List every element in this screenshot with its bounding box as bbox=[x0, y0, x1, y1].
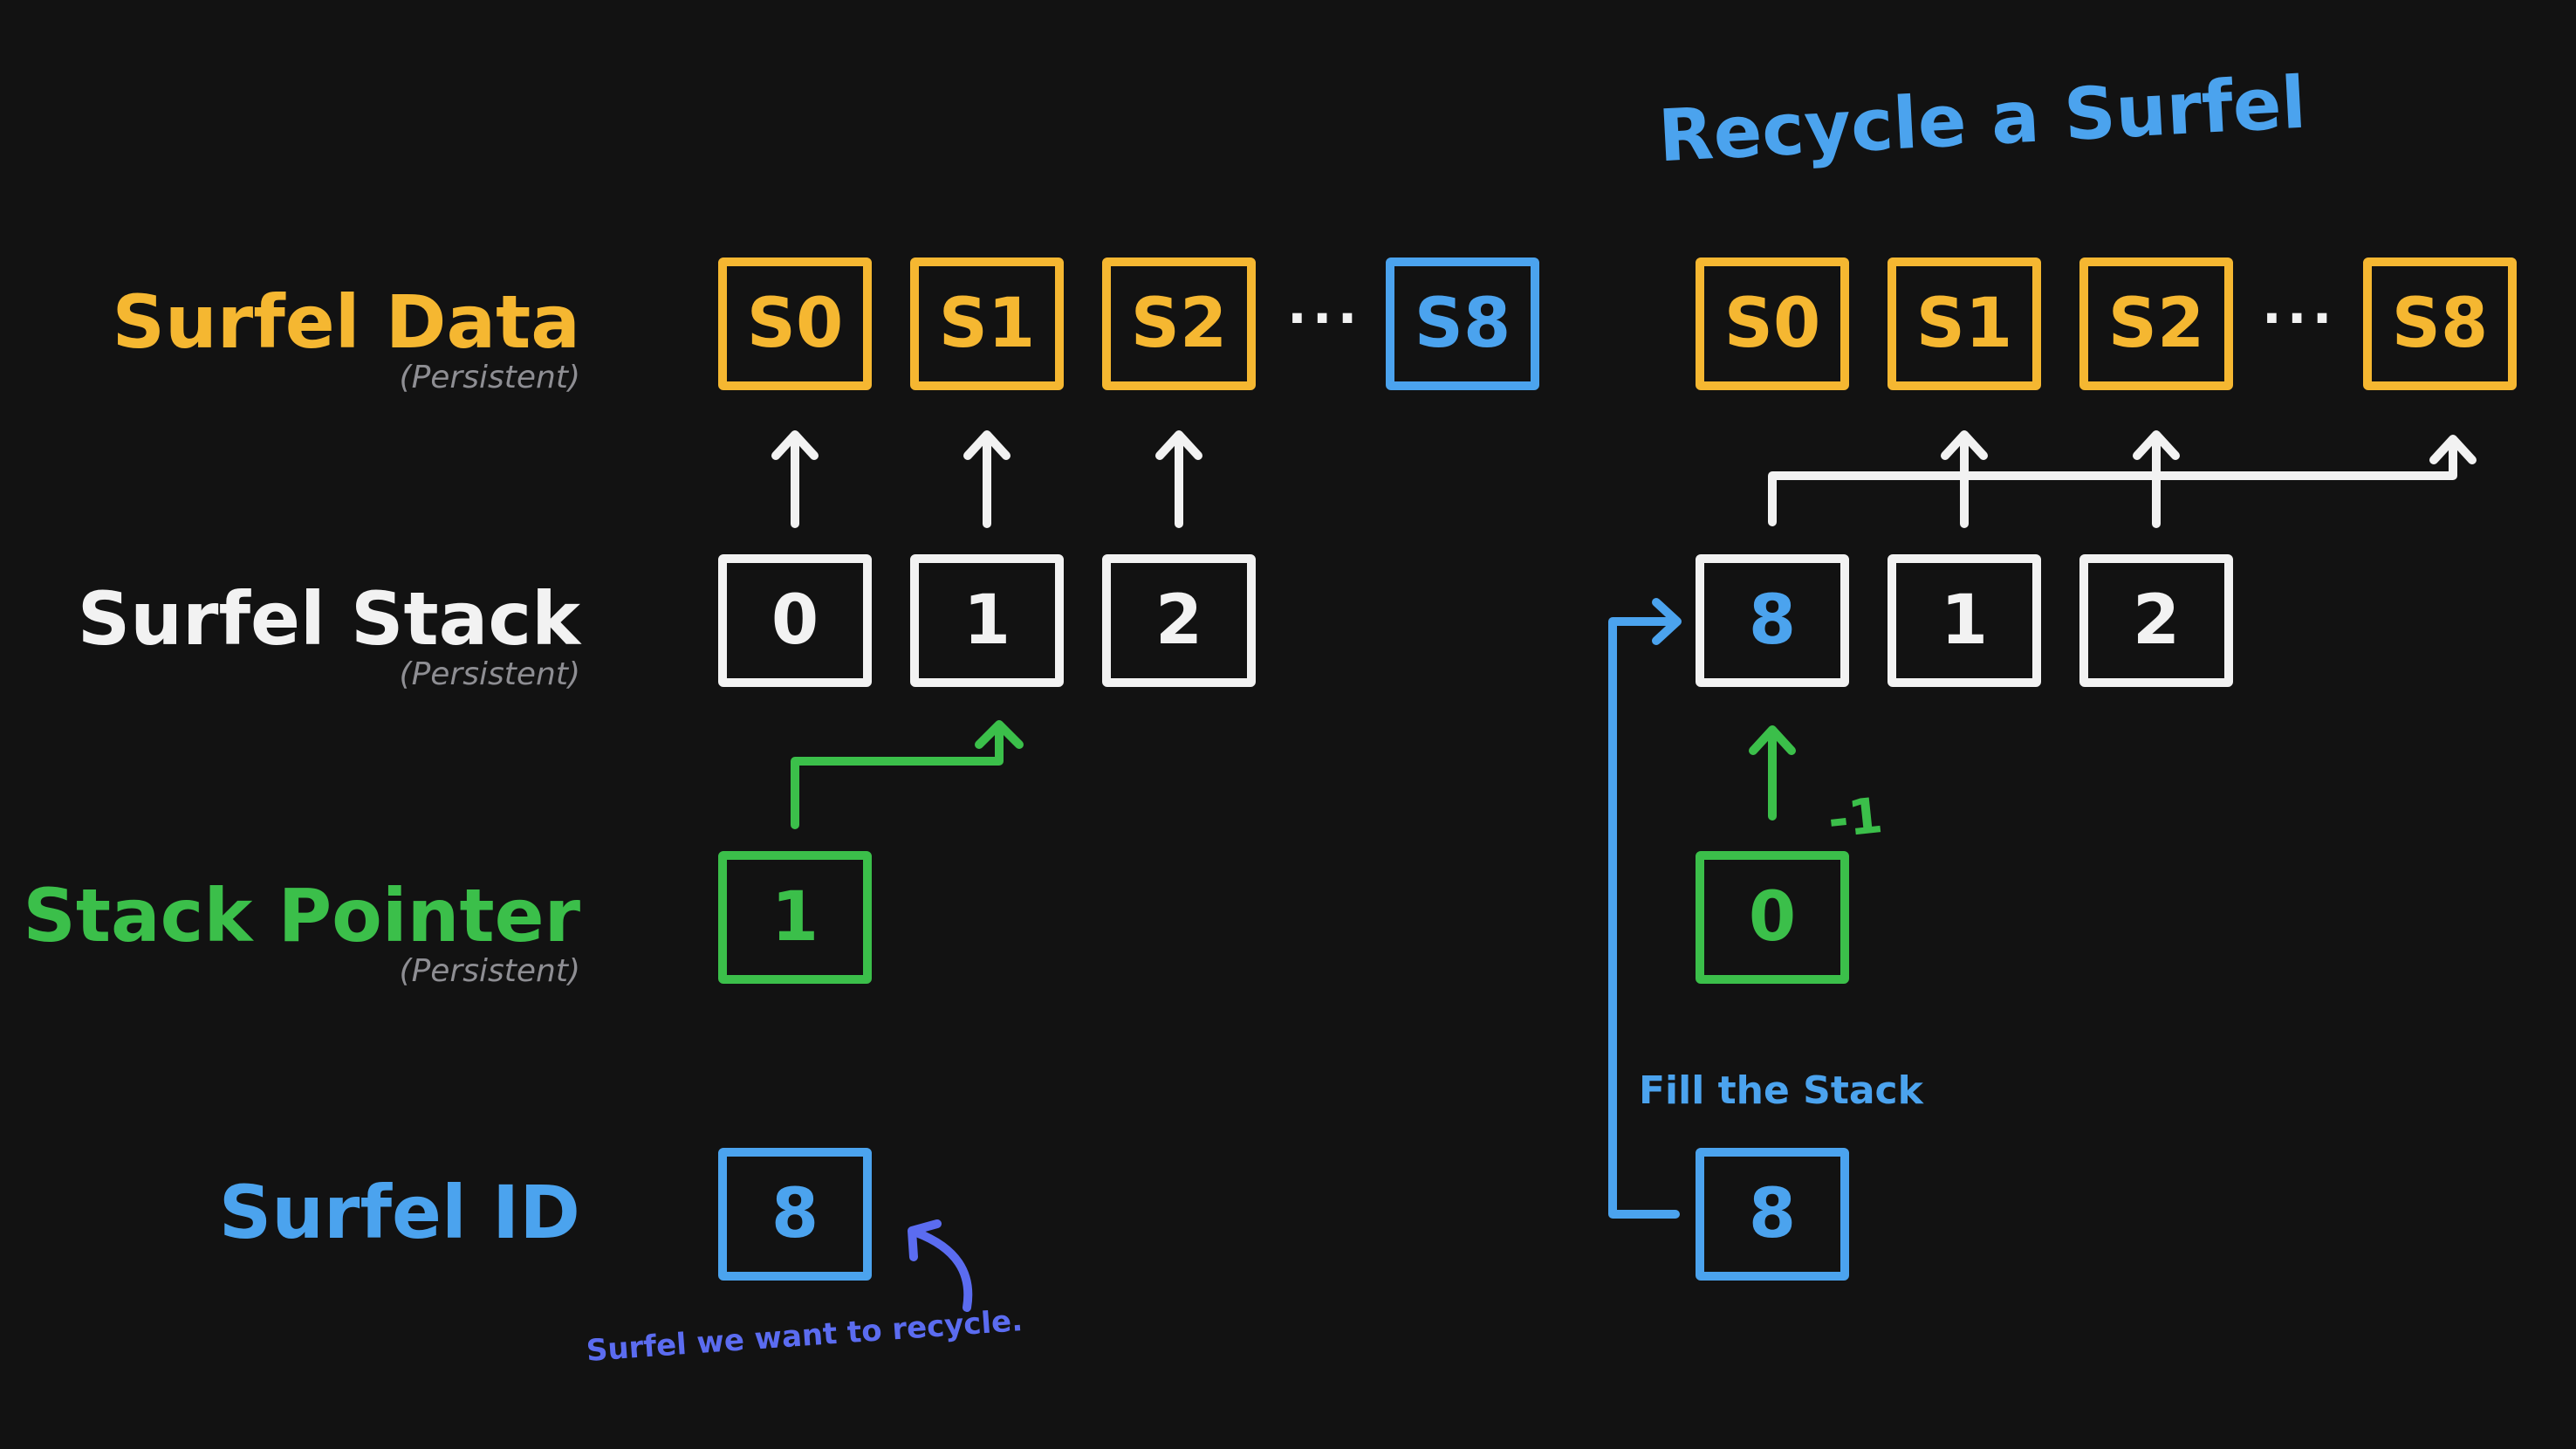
arrow-up-1 bbox=[963, 430, 1011, 528]
fill-the-stack-label: Fill the Stack bbox=[1639, 1068, 1923, 1113]
arrow-up-2 bbox=[2133, 430, 2180, 528]
right-pointer-arrow bbox=[1749, 725, 1796, 821]
right-stack-cell: 2 bbox=[2079, 554, 2233, 687]
right-stack-cell: 1 bbox=[1887, 554, 2041, 687]
right-data-ellipsis: ··· bbox=[2262, 288, 2338, 349]
left-stack-cell: 1 bbox=[910, 554, 1064, 687]
arrow-up-1 bbox=[1941, 430, 1988, 528]
left-stack-pointer-cell: 1 bbox=[718, 851, 872, 984]
right-data-cell: S1 bbox=[1887, 258, 2041, 390]
arrow-to-s8 bbox=[1768, 435, 2477, 526]
left-stack-cell: 2 bbox=[1102, 554, 1256, 687]
left-data-cell: S1 bbox=[910, 258, 1064, 390]
right-surfel-id-cell: 8 bbox=[1696, 1148, 1849, 1281]
right-stack-cell: 8 bbox=[1696, 554, 1849, 687]
surfel-stack-label: Surfel Stack bbox=[77, 576, 580, 662]
right-data-cell: S8 bbox=[2363, 258, 2517, 390]
left-data-cell-recycled: S8 bbox=[1386, 258, 1539, 390]
fill-stack-arrow bbox=[1608, 598, 1682, 1219]
left-data-cell: S2 bbox=[1102, 258, 1256, 390]
surfel-data-label: Surfel Data bbox=[112, 279, 580, 365]
right-stack-to-data-arrows bbox=[1768, 430, 2477, 528]
stack-pointer-label: Stack Pointer bbox=[23, 873, 580, 958]
surfel-stack-persistent-note: (Persistent) bbox=[399, 656, 580, 692]
arrow-up-2 bbox=[1155, 430, 1202, 528]
left-data-ellipsis: ··· bbox=[1287, 288, 1363, 349]
right-stack-pointer-cell: 0 bbox=[1696, 851, 1849, 984]
right-data-cell: S0 bbox=[1696, 258, 1849, 390]
arrow-up-0 bbox=[771, 430, 819, 528]
stack-pointer-persistent-note: (Persistent) bbox=[399, 953, 580, 989]
left-data-cell: S0 bbox=[718, 258, 872, 390]
annotation-arrow bbox=[908, 1219, 973, 1312]
left-surfel-id-cell: 8 bbox=[718, 1148, 872, 1281]
surfel-id-label: Surfel ID bbox=[218, 1170, 580, 1255]
right-data-cell: S2 bbox=[2079, 258, 2233, 390]
left-stack-cell: 0 bbox=[718, 554, 872, 687]
left-pointer-arrow bbox=[791, 720, 1024, 829]
surfel-data-persistent-note: (Persistent) bbox=[399, 360, 580, 395]
left-stack-to-data-arrows bbox=[771, 430, 1202, 528]
